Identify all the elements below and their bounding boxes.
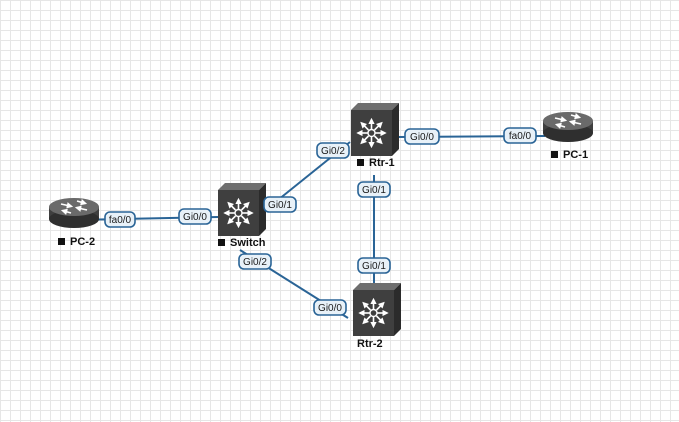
multilayer-switch-icon	[353, 283, 401, 336]
port-label[interactable]: Gi0/1	[263, 196, 297, 213]
port-switch-gi0-1: Gi0/1	[268, 200, 292, 211]
node-pc2[interactable]: PC-2	[49, 198, 99, 248]
node-label-pc2: PC-2	[70, 236, 95, 248]
port-rtr2-gi0-0: Gi0/0	[318, 303, 342, 314]
port-label[interactable]: fa0/0	[503, 127, 537, 144]
port-label[interactable]: Gi0/2	[238, 253, 272, 270]
node-rtr2[interactable]: Rtr-2	[353, 283, 401, 350]
router-icon	[49, 198, 99, 228]
port-label[interactable]: Gi0/2	[316, 142, 350, 159]
node-label-pc1: PC-1	[563, 149, 588, 161]
port-label[interactable]: Gi0/0	[404, 128, 440, 145]
multilayer-switch-icon	[351, 103, 399, 156]
node-label-square	[551, 151, 558, 158]
port-label[interactable]: Gi0/1	[357, 181, 391, 198]
node-label-square	[58, 238, 65, 245]
node-rtr1[interactable]: Rtr-1	[351, 103, 399, 169]
node-label-square	[357, 159, 364, 166]
port-pc2-fa0-0: fa0/0	[109, 215, 132, 226]
port-switch-gi0-2: Gi0/2	[243, 257, 267, 268]
port-rtr1-gi0-0: Gi0/0	[410, 132, 434, 143]
node-label-rtr1: Rtr-1	[369, 157, 395, 169]
multilayer-switch-icon	[218, 183, 266, 236]
node-label-square	[218, 239, 225, 246]
port-pc1-fa0-0: fa0/0	[509, 131, 532, 142]
port-switch-gi0-0: Gi0/0	[183, 212, 207, 223]
port-label[interactable]: fa0/0	[104, 211, 136, 228]
node-pc1[interactable]: PC-1	[543, 112, 593, 161]
port-rtr1-gi0-1: Gi0/1	[362, 185, 386, 196]
port-rtr1-gi0-2: Gi0/2	[321, 146, 345, 157]
router-icon	[543, 112, 593, 142]
port-label[interactable]: Gi0/0	[313, 299, 347, 316]
node-switch[interactable]: Switch	[218, 183, 266, 249]
port-rtr2-gi0-1: Gi0/1	[362, 261, 386, 272]
node-label-switch: Switch	[230, 237, 266, 249]
node-label-rtr2: Rtr-2	[357, 338, 383, 350]
port-label[interactable]: Gi0/1	[357, 257, 391, 274]
port-label[interactable]: Gi0/0	[178, 208, 212, 225]
